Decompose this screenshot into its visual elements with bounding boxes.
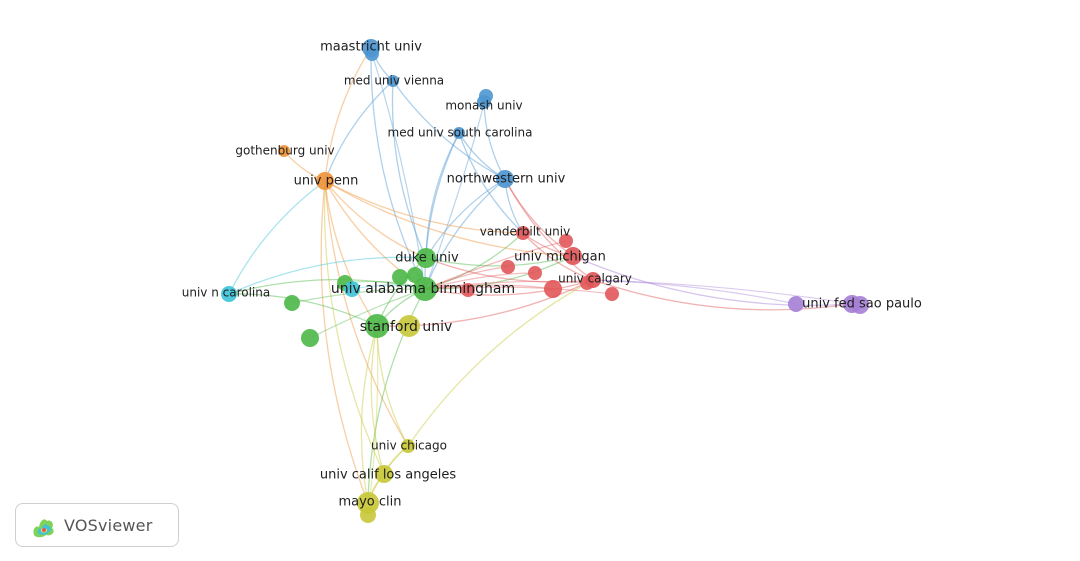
network-link (407, 279, 594, 447)
network-link (360, 325, 378, 504)
node-label-upenn: univ penn (294, 174, 359, 189)
network-link (291, 288, 426, 304)
network-link (424, 255, 574, 290)
network-link (324, 180, 409, 447)
network-link (228, 293, 378, 327)
network-node-chicago[interactable] (401, 439, 415, 453)
network-node-medvienna[interactable] (387, 75, 399, 87)
network-link (424, 240, 567, 290)
network-link (324, 180, 574, 257)
network-node-upenn[interactable] (316, 172, 334, 190)
network-link (425, 255, 574, 267)
network-link (376, 325, 409, 447)
network-node-minor[interactable] (788, 296, 804, 312)
network-link (228, 180, 326, 295)
node-label-chicago: univ chicago (371, 439, 447, 453)
node-label-medsc: med univ south carolina (388, 126, 533, 140)
network-link (592, 279, 853, 311)
network-link (324, 180, 427, 259)
node-label-medvienna: med univ vienna (344, 74, 444, 88)
network-link (425, 132, 460, 259)
network-node-minor[interactable] (544, 280, 562, 298)
network-node-stanford[interactable] (365, 314, 389, 338)
network-link (370, 325, 385, 475)
network-link (320, 180, 369, 504)
network-node-minor[interactable] (501, 260, 515, 274)
node-label-monash: monash univ (445, 99, 522, 113)
network-node-saopaulo[interactable] (843, 295, 861, 313)
network-link (324, 47, 372, 182)
network-link (504, 178, 594, 281)
network-link (483, 101, 506, 180)
network-link (572, 255, 853, 306)
node-label-saopaulo: univ fed sao paulo (802, 297, 922, 312)
network-node-duke[interactable] (416, 248, 436, 268)
network-node-minor[interactable] (528, 266, 542, 280)
node-label-gothenburg: gothenburg univ (235, 144, 334, 158)
node-layer (221, 39, 869, 523)
link-layer (228, 47, 861, 516)
network-link (324, 80, 394, 182)
network-node-medsc[interactable] (453, 127, 465, 139)
network-link (424, 178, 506, 290)
network-link (228, 256, 427, 295)
network-node-umich[interactable] (564, 247, 582, 265)
network-link (391, 80, 427, 259)
network-link (424, 284, 554, 290)
network-node-minor[interactable] (605, 287, 619, 301)
network-node-minor[interactable] (301, 329, 319, 347)
app-name: VOSviewer (64, 515, 153, 535)
network-link (425, 257, 594, 283)
network-link (424, 132, 460, 290)
network-link (424, 280, 588, 290)
network-link (392, 80, 506, 180)
node-label-northwestern: northwestern univ (447, 172, 566, 187)
network-link (424, 272, 536, 290)
network-link (324, 180, 524, 234)
network-node-minor[interactable] (344, 281, 360, 297)
network-link (324, 180, 378, 327)
network-link (592, 279, 861, 306)
network-node-ucla[interactable] (375, 465, 393, 483)
network-link (367, 325, 379, 516)
network-link (323, 180, 385, 475)
network-node-unc[interactable] (221, 286, 237, 302)
network-link (425, 178, 506, 259)
network-link (504, 178, 574, 257)
node-label-unc: univ n carolina (182, 286, 270, 300)
network-node-calgary[interactable] (585, 272, 601, 288)
network-link (424, 232, 524, 290)
node-label-stanford: stanford univ (360, 319, 453, 335)
network-node-monash[interactable] (477, 95, 491, 109)
node-label-ucla: univ calif los angeles (320, 468, 456, 483)
node-label-duke: duke univ (395, 251, 459, 266)
network-link (424, 279, 594, 296)
node-label-vanderbilt: vanderbilt univ (480, 225, 570, 239)
network-node-minor[interactable] (392, 269, 408, 285)
network-link (370, 47, 426, 290)
node-label-uab: univ alabama birmingham (331, 281, 515, 297)
network-link (367, 288, 426, 504)
network-node-minor[interactable] (461, 283, 475, 297)
vosviewer-logo: VOSviewer (15, 503, 179, 547)
node-label-maastricht: maastricht univ (320, 40, 422, 55)
network-node-maastricht[interactable] (362, 39, 380, 57)
network-node-minor[interactable] (284, 295, 300, 311)
network-link (458, 132, 524, 234)
node-label-mayo: mayo clin (338, 495, 401, 510)
network-node-northwestern[interactable] (496, 170, 514, 188)
network-link (424, 286, 613, 295)
vosviewer-logo-icon (33, 519, 54, 538)
network-link (592, 279, 797, 305)
network-node-uab[interactable] (413, 277, 437, 301)
node-label-umich: univ michigan (514, 250, 606, 265)
network-node-vanderbilt[interactable] (516, 226, 530, 240)
network-node-gothenburg[interactable] (278, 145, 290, 157)
network-node-minor[interactable] (559, 234, 573, 248)
network-node-mayo[interactable] (357, 492, 379, 514)
node-label-calgary: univ calgary (558, 272, 632, 286)
network-node-minor[interactable] (398, 315, 420, 337)
